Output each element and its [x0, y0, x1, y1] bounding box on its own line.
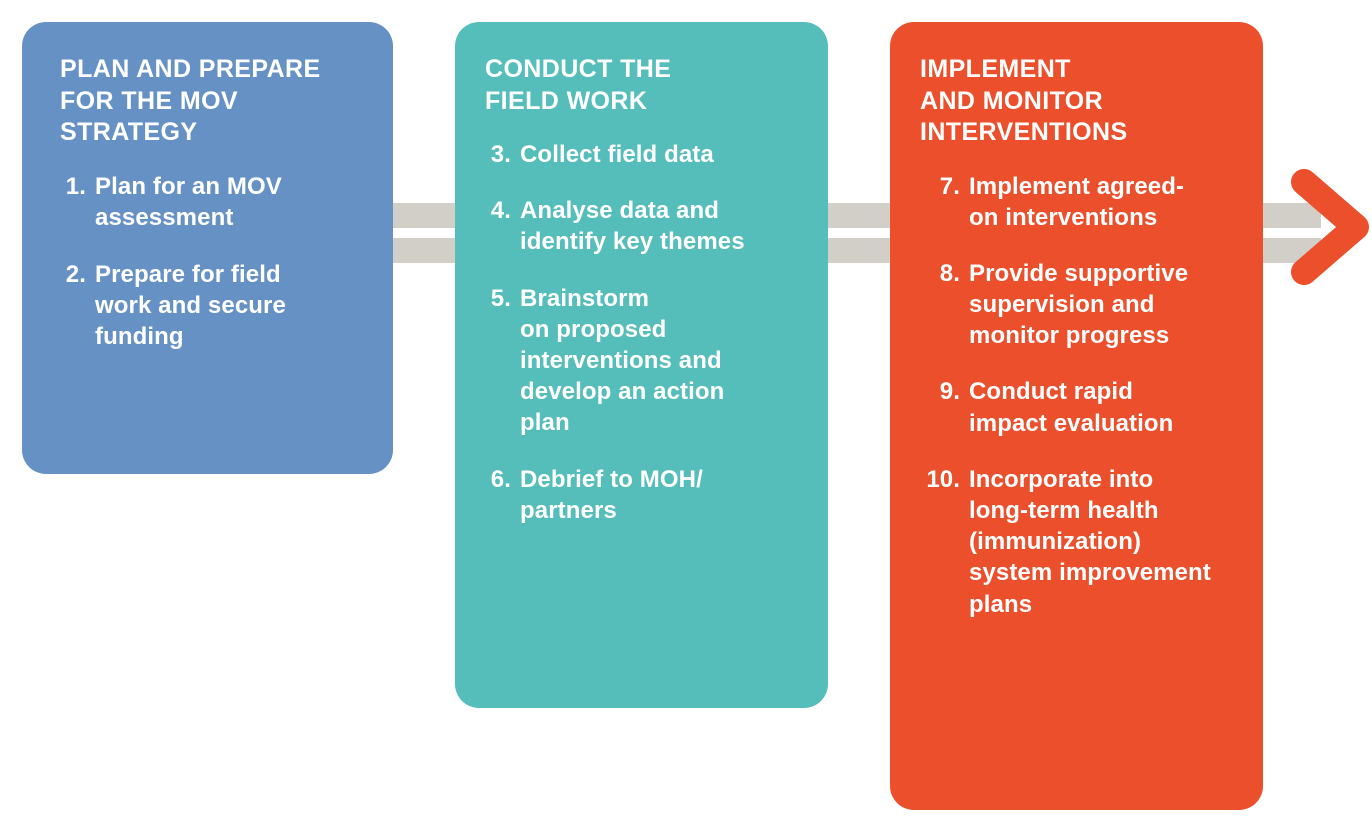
step-number: 1.: [65, 172, 86, 200]
step-text: Conduct rapid impact evaluation: [969, 378, 1174, 437]
step-item: 10. Incorporate into long-term health (i…: [920, 464, 1235, 620]
step-item: 4. Analyse data and identify key themes: [485, 195, 800, 257]
step-item: 6. Debrief to MOH/ partners: [485, 464, 800, 526]
phase-panel-plan-and-prepare: PLAN AND PREPARE FOR THE MOV STRATEGY 1.…: [22, 22, 393, 474]
arrow-right-icon: [1288, 166, 1372, 288]
step-text: Plan for an MOV assessment: [95, 172, 282, 231]
step-text: Incorporate into long-term health (immun…: [969, 465, 1211, 618]
step-item: 8. Provide supportive supervision and mo…: [920, 258, 1235, 352]
connector-bar-3-top: [1261, 203, 1321, 228]
connector-bar-2-bottom: [826, 238, 892, 263]
step-text: Provide supportive supervision and monit…: [969, 259, 1189, 350]
step-list: 3. Collect field data 4. Analyse data an…: [485, 139, 800, 526]
step-number: 9.: [939, 378, 960, 406]
step-list: 1. Plan for an MOV assessment 2. Prepare…: [60, 171, 365, 353]
step-text: Prepare for field work and secure fundin…: [95, 260, 286, 351]
step-text: Analyse data and identify key themes: [520, 197, 745, 256]
step-item: 7. Implement agreed- on interventions: [920, 171, 1235, 233]
step-text: Implement agreed- on interventions: [969, 172, 1185, 231]
step-number: 8.: [939, 259, 960, 287]
chevron-right-icon: [1291, 169, 1369, 285]
step-item: 3. Collect field data: [485, 139, 800, 170]
connector-bar-1-bottom: [393, 238, 457, 263]
step-number: 5.: [490, 284, 511, 312]
step-list: 7. Implement agreed- on interventions 8.…: [920, 171, 1235, 620]
step-item: 5. Brainstorm on proposed interventions …: [485, 283, 800, 439]
step-number: 6.: [490, 465, 511, 493]
step-item: 2. Prepare for field work and secure fun…: [60, 259, 365, 353]
phase-panel-implement-and-monitor: IMPLEMENT AND MONITOR INTERVENTIONS 7. I…: [890, 22, 1263, 810]
step-number: 2.: [65, 260, 86, 288]
step-number: 4.: [490, 197, 511, 225]
step-item: 1. Plan for an MOV assessment: [60, 171, 365, 233]
connector-bar-1-top: [393, 203, 457, 228]
step-number: 7.: [939, 172, 960, 200]
phase-panel-conduct-the-field-work: CONDUCT THE FIELD WORK 3. Collect field …: [455, 22, 828, 708]
phase-heading: IMPLEMENT AND MONITOR INTERVENTIONS: [920, 55, 1128, 146]
phase-heading: PLAN AND PREPARE FOR THE MOV STRATEGY: [60, 55, 321, 146]
step-number: 10.: [926, 465, 960, 493]
step-item: 9. Conduct rapid impact evaluation: [920, 376, 1235, 438]
connector-bar-2-top: [826, 203, 892, 228]
step-text: Debrief to MOH/ partners: [520, 465, 703, 524]
step-text: Collect field data: [520, 141, 714, 168]
phase-heading: CONDUCT THE FIELD WORK: [485, 55, 672, 115]
step-number: 3.: [490, 141, 511, 168]
step-text: Brainstorm on proposed interventions and…: [520, 284, 725, 437]
